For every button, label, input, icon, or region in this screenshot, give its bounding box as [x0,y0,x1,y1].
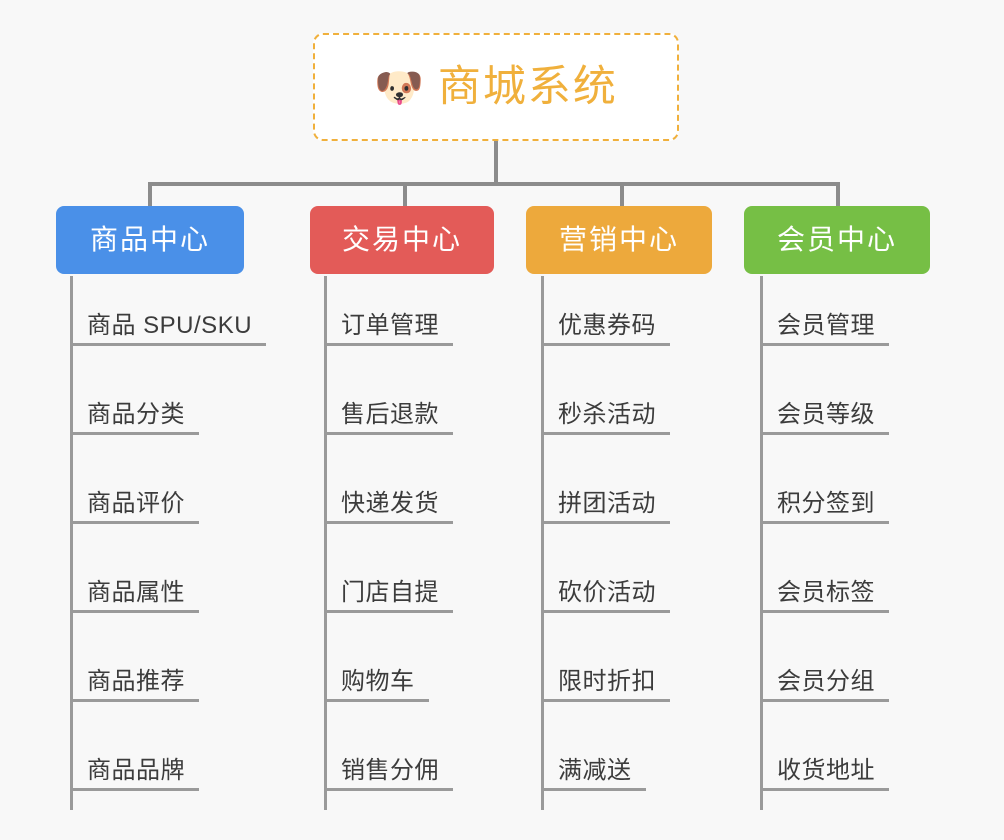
leaf-item[interactable]: 快递发货 [327,480,453,524]
leaf-item[interactable]: 会员标签 [763,569,889,613]
category-label: 商品中心 [89,224,210,255]
leaf-label: 商品 SPU/SKU [87,311,253,339]
leaf-item[interactable]: 商品 SPU/SKU [73,302,267,346]
leaf-label: 积分签到 [777,489,875,517]
connector-drop-member [836,182,840,206]
category-box-product-center[interactable]: 商品中心 [56,206,244,274]
leaf-label: 商品属性 [87,578,185,606]
leaf-item[interactable]: 商品推荐 [73,658,199,702]
category-box-marketing-center[interactable]: 营销中心 [526,206,712,274]
leaf-item[interactable]: 砍价活动 [544,569,670,613]
leaf-item[interactable]: 商品属性 [73,569,199,613]
leaf-label: 商品评价 [87,489,185,517]
root-node-label: 商城系统 [437,62,618,111]
connector-root-stem [494,141,498,185]
leaf-label: 商品分类 [87,400,185,428]
leaf-item[interactable]: 销售分佣 [327,747,453,791]
connector-drop-trade [403,182,407,206]
dog-face-icon: 🐶 [374,66,424,110]
root-node[interactable]: 🐶 商城系统 [313,33,679,141]
leaf-label: 商品品牌 [87,756,185,784]
leaf-label: 商品推荐 [87,667,185,695]
leaf-label: 订单管理 [341,311,439,339]
leaf-item[interactable]: 限时折扣 [544,658,670,702]
leaf-item[interactable]: 售后退款 [327,391,453,435]
leaf-item[interactable]: 商品评价 [73,480,199,524]
leaf-label: 购物车 [341,667,415,695]
leaf-item[interactable]: 会员等级 [763,391,889,435]
leaf-label: 收货地址 [777,756,875,784]
leaf-item[interactable]: 会员管理 [763,302,889,346]
leaf-item[interactable]: 门店自提 [327,569,453,613]
leaf-label: 会员分组 [777,667,875,695]
leaf-label: 销售分佣 [341,756,439,784]
branch-stem [70,276,73,810]
leaf-item[interactable]: 会员分组 [763,658,889,702]
leaf-item[interactable]: 收货地址 [763,747,889,791]
leaf-label: 售后退款 [341,400,439,428]
leaf-item[interactable]: 秒杀活动 [544,391,670,435]
leaf-item[interactable]: 购物车 [327,658,429,702]
leaf-item[interactable]: 拼团活动 [544,480,670,524]
connector-drop-product [148,182,152,206]
leaf-label: 优惠券码 [558,311,656,339]
branch-stem [324,276,327,810]
leaf-label: 快递发货 [341,489,439,517]
leaf-item[interactable]: 商品品牌 [73,747,199,791]
leaf-label: 满减送 [558,756,632,784]
category-label: 会员中心 [776,224,897,255]
leaf-item[interactable]: 积分签到 [763,480,889,524]
category-label: 营销中心 [558,224,679,255]
leaf-label: 拼团活动 [558,489,656,517]
leaf-item[interactable]: 优惠券码 [544,302,670,346]
leaf-label: 会员管理 [777,311,875,339]
leaf-item[interactable]: 订单管理 [327,302,453,346]
leaf-item[interactable]: 满减送 [544,747,646,791]
category-box-trade-center[interactable]: 交易中心 [310,206,494,274]
branch-stem [760,276,763,810]
leaf-label: 会员标签 [777,578,875,606]
leaf-item[interactable]: 商品分类 [73,391,199,435]
connector-horizontal-bus [150,182,838,186]
leaf-label: 限时折扣 [558,667,656,695]
category-label: 交易中心 [341,224,462,255]
leaf-label: 砍价活动 [558,578,656,606]
leaf-label: 会员等级 [777,400,875,428]
branch-stem [541,276,544,810]
leaf-label: 秒杀活动 [558,400,656,428]
connector-drop-marketing [620,182,624,206]
category-box-member-center[interactable]: 会员中心 [744,206,930,274]
leaf-label: 门店自提 [341,578,439,606]
